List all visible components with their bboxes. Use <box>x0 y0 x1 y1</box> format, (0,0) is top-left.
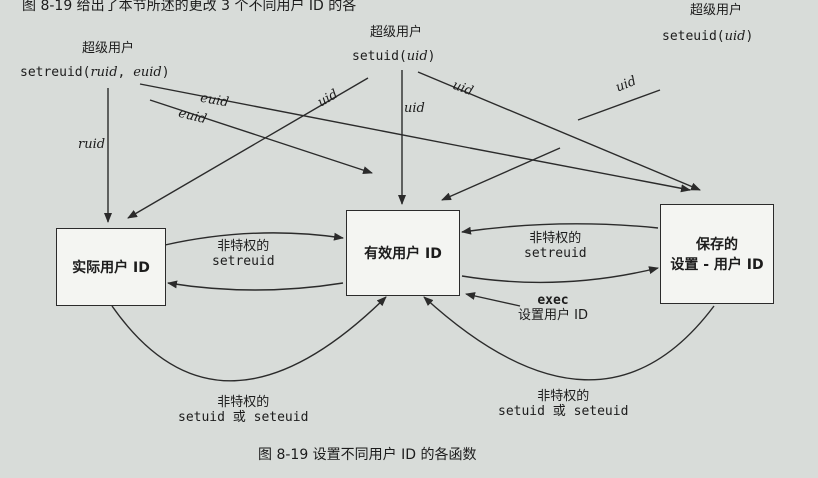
label-real-effective-line1: 非特权的 <box>217 239 270 254</box>
seteuid-privilege: 超级用户 <box>690 3 743 18</box>
saved-set-user-id-line1: 保存的 <box>696 237 738 253</box>
saved-set-user-id-box: 保存的 设置 - 用户 ID <box>660 204 774 304</box>
arrow-seteuid-to-effective <box>441 147 561 201</box>
setreuid-arg-ruid: ruid <box>90 65 118 80</box>
setuid-arg-uid: uid <box>406 49 428 64</box>
label-real-effective-line2: setreuid <box>212 253 275 269</box>
arrow-setuid-to-real <box>127 77 369 219</box>
label-real-bottom: 非特权的 setuid 或 seteuid <box>178 395 309 426</box>
label-ruid: ruid <box>78 137 106 152</box>
setreuid-call-prefix: setreuid( <box>20 65 91 80</box>
seteuid-call: seteuid(uid) <box>662 26 753 45</box>
label-real-bottom-line2: setuid 或 seteuid <box>178 409 309 425</box>
setuid-privilege: 超级用户 <box>370 25 423 40</box>
label-real-bottom-line1: 非特权的 <box>217 395 270 410</box>
arrow-setuid-to-saved <box>417 71 701 191</box>
label-saved-bottom-line2: setuid 或 seteuid <box>498 403 629 419</box>
label-saved-bottom-line1: 非特权的 <box>537 389 590 404</box>
seteuid-call-prefix: seteuid( <box>662 29 725 44</box>
label-saved-bottom: 非特权的 setuid 或 seteuid <box>498 389 629 420</box>
label-exec-line2: 设置用户 ID <box>518 307 588 323</box>
saved-set-user-id-line2: 设置 - 用户 ID <box>670 257 764 273</box>
seteuid-call-suffix: ) <box>745 29 754 44</box>
arrow-saved-bottom-arc <box>423 296 715 381</box>
arrow-effective-to-saved <box>461 266 659 284</box>
top-text: 图 8-19 给出了本节所述的更改 3 个不同用户 ID 的各 <box>22 0 357 14</box>
effective-user-id-label: 有效用户 ID <box>364 246 442 262</box>
label-saved-effective-line2: setreuid <box>524 245 587 261</box>
label-saved-effective-line1: 非特权的 <box>529 231 582 246</box>
arrow-effective-to-real <box>167 280 344 291</box>
arrow-seteuid-upper <box>577 89 661 121</box>
arrow-euid-to-saved <box>139 83 471 149</box>
label-real-effective: 非特权的 setreuid <box>212 239 275 270</box>
seteuid-arg-uid: uid <box>724 29 746 44</box>
real-user-id-label: 实际用户 ID <box>72 260 150 276</box>
arrow-exec-to-effective <box>465 292 521 307</box>
label-exec-line1: exec <box>537 293 569 308</box>
arrow-saved-to-effective <box>461 223 659 235</box>
setuid-call-prefix: setuid( <box>352 49 407 64</box>
arrow-euid-to-saved-b <box>469 147 691 193</box>
effective-user-id-box: 有效用户 ID <box>346 210 460 296</box>
arrow-real-bottom-arc <box>111 296 387 382</box>
setuid-call-suffix: ) <box>427 49 436 64</box>
arrow-real-to-effective <box>164 232 344 246</box>
label-saved-effective: 非特权的 setreuid <box>524 231 587 262</box>
setreuid-privilege: 超级用户 <box>82 41 135 56</box>
setreuid-call: setreuid(ruid, euid) <box>20 62 170 81</box>
arrow-euid-to-effective <box>149 99 373 174</box>
setreuid-call-sep: , <box>117 65 134 80</box>
label-exec: exec 设置用户 ID <box>518 293 588 324</box>
figure-caption: 图 8-19 设置不同用户 ID 的各函数 <box>258 447 477 463</box>
real-user-id-box: 实际用户 ID <box>56 228 166 306</box>
label-uid-to-effective: uid <box>404 101 425 116</box>
setreuid-arg-euid: euid <box>133 65 162 80</box>
setreuid-call-suffix: ) <box>161 65 170 80</box>
setuid-call: setuid(uid) <box>352 46 435 65</box>
